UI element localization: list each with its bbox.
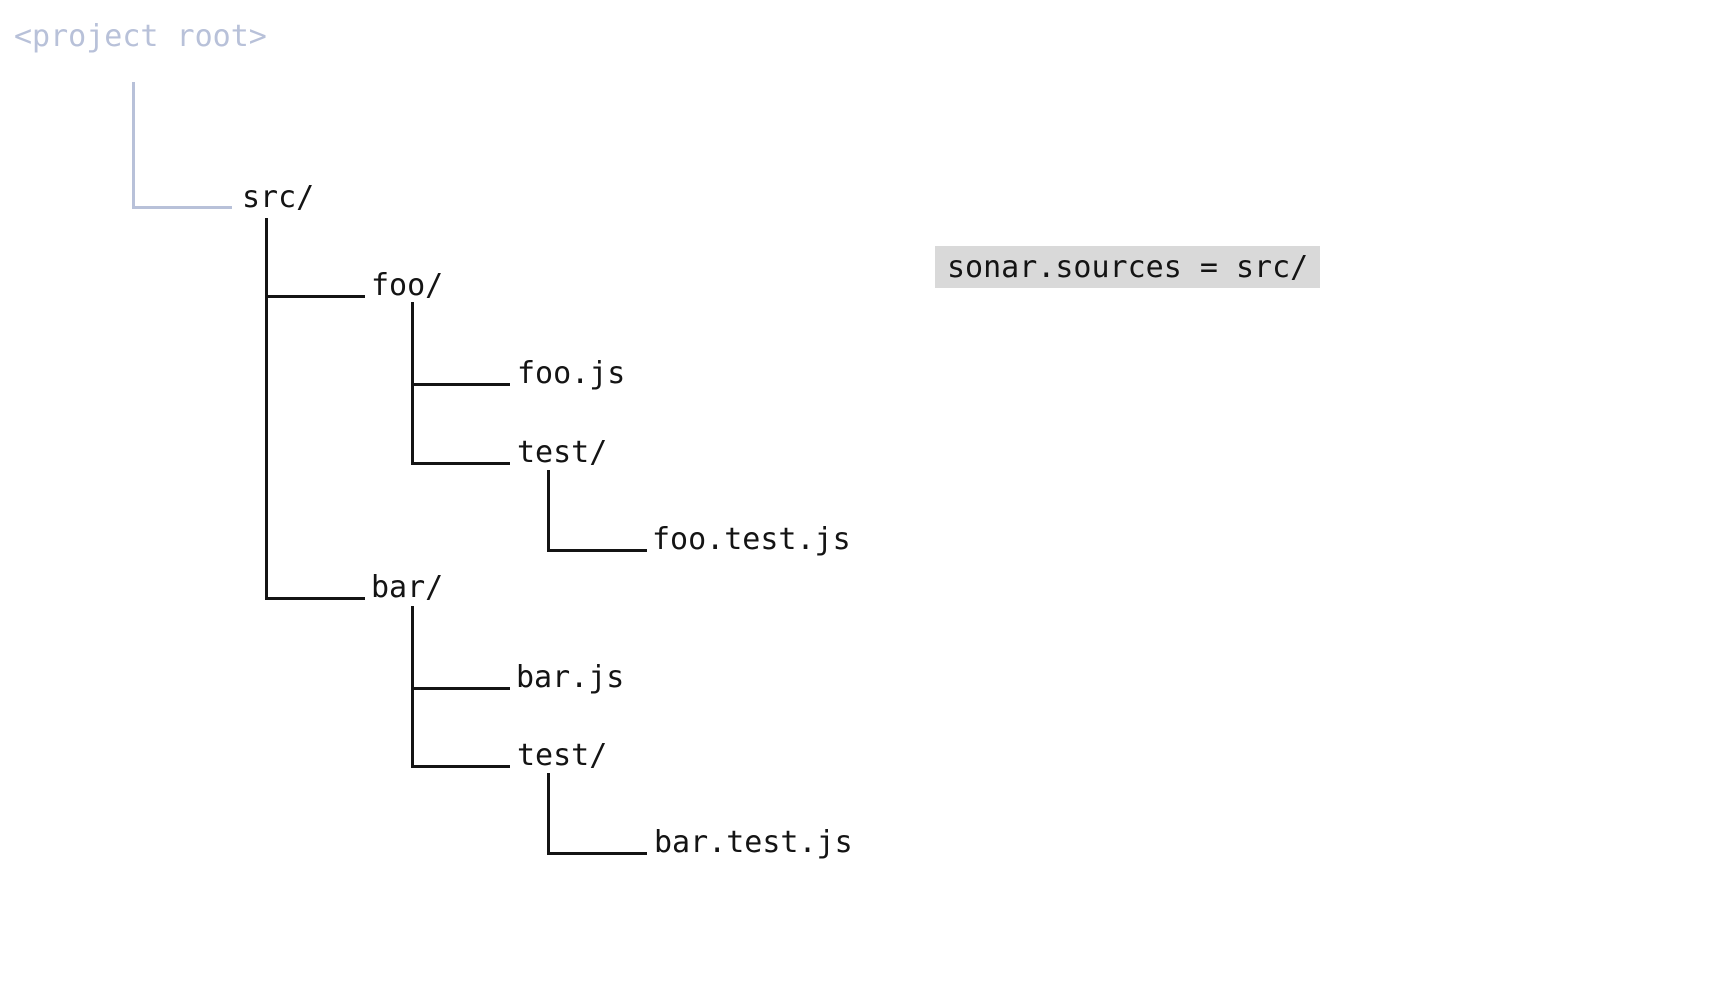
tree-node-foo: foo/ [371,268,444,303]
tree-node-foo-test-js: foo.test.js [652,522,851,557]
tree-node-foo-test: test/ [517,435,608,470]
connector-bartest-bartestjs [547,852,647,855]
tree-node-bar: bar/ [371,570,444,605]
connector-foo-test [411,462,510,465]
connector-footest-vertical [547,470,550,552]
project-root-label: <project root> [14,19,267,54]
tree-node-src: src/ [242,180,315,215]
tree-node-bar-test: test/ [517,738,608,773]
connector-root-vertical [132,82,135,209]
sonar-sources-annotation: sonar.sources = src/ [935,246,1321,288]
connector-src-foo [265,295,365,298]
connector-foo-foojs [411,383,510,386]
connector-src-vertical [265,218,268,600]
connector-bartest-vertical [547,773,550,855]
connector-bar-barjs [411,687,510,690]
tree-node-foo-js: foo.js [517,356,626,391]
tree-node-bar-js: bar.js [516,660,625,695]
connector-src-bar [265,597,365,600]
tree-node-bar-test-js: bar.test.js [654,825,853,860]
connector-bar-test [411,765,510,768]
connector-root-horizontal [132,206,232,209]
connector-footest-footestjs [547,549,647,552]
